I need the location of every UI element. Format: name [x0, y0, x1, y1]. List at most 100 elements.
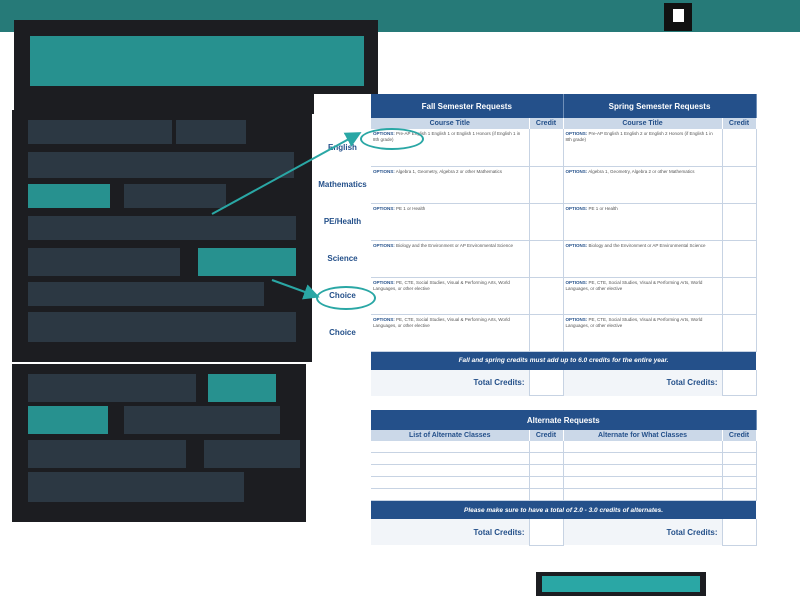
redacted-line: [28, 472, 244, 502]
table-row: [371, 452, 757, 465]
spring-header: Spring Semester Requests: [563, 94, 757, 118]
alternates-for-total-cell[interactable]: [722, 519, 757, 546]
close-icon[interactable]: [664, 3, 692, 31]
options-label: OPTIONS:: [565, 316, 588, 322]
options-text: Biology and the Environment or AP Enviro…: [396, 242, 514, 248]
table-row: Choice OPTIONS: PE, CTE, Social Studies,…: [314, 314, 757, 352]
alternate-class-cell[interactable]: [371, 476, 530, 489]
row-label-english: English: [328, 143, 357, 152]
credit-cell[interactable]: [722, 240, 757, 278]
options-label: OPTIONS:: [565, 279, 588, 285]
credit-cell[interactable]: [529, 464, 564, 477]
row-label-mathematics: Mathematics: [318, 180, 367, 189]
alternate-for-cell[interactable]: [563, 488, 723, 501]
credit-cell[interactable]: [722, 203, 757, 241]
credit-cell[interactable]: [722, 441, 757, 453]
options-label: OPTIONS:: [373, 168, 395, 174]
alternates-total-label: Total Credits:: [371, 519, 530, 545]
options-label: OPTIONS:: [373, 242, 395, 248]
alternate-for-cell[interactable]: [563, 464, 723, 477]
table-row: [371, 464, 757, 477]
credit-cell[interactable]: [529, 166, 564, 204]
alternate-for-cell[interactable]: [563, 441, 723, 453]
credit-cell[interactable]: [529, 203, 564, 241]
course-title-header: Course Title: [563, 118, 723, 129]
redacted-line: [28, 216, 296, 240]
table-row: PE/Health OPTIONS: PE 1 or Health OPTION…: [314, 203, 757, 241]
credit-cell[interactable]: [529, 129, 564, 167]
fall-header: Fall Semester Requests: [371, 94, 564, 118]
redacted-line: [124, 184, 226, 208]
credit-cell[interactable]: [722, 476, 757, 489]
alternate-class-cell[interactable]: [371, 452, 530, 465]
redacted-title-highlight: [30, 36, 364, 86]
options-text: PE, CTE, Social Studies, Visual & Perfor…: [373, 316, 510, 328]
redacted-line: [204, 440, 300, 468]
english-arrow: [211, 132, 362, 215]
spring-total-cell[interactable]: [722, 369, 757, 396]
redacted-highlight: [28, 406, 108, 434]
alternates-table: Alternate Requests List of Alternate Cla…: [371, 410, 757, 546]
credit-cell[interactable]: [722, 129, 757, 167]
options-text: Biology and the Environment or AP Enviro…: [588, 242, 706, 248]
alternates-total-cell[interactable]: [529, 519, 564, 546]
credit-cell[interactable]: [722, 452, 757, 465]
fall-options: OPTIONS: PE 1 or Health: [371, 203, 530, 241]
alternate-class-cell[interactable]: [371, 464, 530, 477]
spring-options: OPTIONS: PE 1 or Health: [563, 203, 723, 241]
options-text: Algebra 1, Geometry, Algebra 2 or other …: [395, 168, 502, 174]
credit-cell[interactable]: [722, 277, 757, 315]
credit-cell[interactable]: [529, 452, 564, 465]
fall-options: OPTIONS: Algebra 1, Geometry, Algebra 2 …: [371, 166, 530, 204]
fall-options: OPTIONS: PE, CTE, Social Studies, Visual…: [371, 314, 530, 352]
credit-cell[interactable]: [529, 314, 564, 352]
redacted-line: [124, 406, 280, 434]
credit-cell[interactable]: [722, 488, 757, 501]
alternate-for-cell[interactable]: [563, 452, 723, 465]
redacted-highlight: [198, 248, 296, 276]
credit-cell[interactable]: [529, 476, 564, 489]
alternate-class-cell[interactable]: [371, 441, 530, 453]
redacted-line: [28, 152, 294, 178]
alternate-class-cell[interactable]: [371, 488, 530, 501]
spring-total-label: Total Credits:: [563, 369, 723, 396]
row-label-pe-health: PE/Health: [323, 217, 362, 226]
options-text: PE, CTE, Social Studies, Visual & Perfor…: [565, 279, 703, 291]
spring-options: OPTIONS: Biology and the Environment or …: [563, 240, 723, 278]
alternates-header: Alternate Requests: [371, 410, 757, 430]
options-label: OPTIONS:: [565, 131, 588, 136]
redacted-line: [176, 120, 246, 144]
credit-cell[interactable]: [722, 314, 757, 352]
credit-header: Credit: [529, 430, 564, 441]
redacted-line: [28, 120, 172, 144]
redacted-line: [28, 312, 296, 342]
options-label: OPTIONS:: [565, 242, 588, 248]
credit-cell[interactable]: [529, 240, 564, 278]
options-text: Algebra 1, Geometry, Algebra 2 or other …: [588, 168, 695, 174]
table-row: [371, 488, 757, 501]
alternate-list-header: List of Alternate Classes: [371, 430, 530, 441]
credit-header: Credit: [529, 118, 564, 129]
table-row: Choice OPTIONS: PE, CTE, Social Studies,…: [314, 277, 757, 315]
redacted-line: [28, 440, 186, 468]
options-label: OPTIONS:: [373, 316, 395, 322]
options-label: OPTIONS:: [373, 279, 395, 285]
fall-total-cell[interactable]: [529, 369, 564, 396]
options-text: Pre-AP English 1 English 2 or English 2 …: [565, 131, 713, 142]
row-label-choice: Choice: [329, 328, 356, 337]
redacted-line: [28, 374, 196, 402]
options-text: PE, CTE, Social Studies, Visual & Perfor…: [565, 316, 703, 328]
credit-cell[interactable]: [529, 488, 564, 501]
alternate-for-cell[interactable]: [563, 476, 723, 489]
options-label: OPTIONS:: [565, 205, 588, 211]
credit-cell[interactable]: [722, 464, 757, 477]
credit-cell[interactable]: [722, 166, 757, 204]
table-row: Science OPTIONS: Biology and the Environ…: [314, 240, 757, 278]
options-text: PE, CTE, Social Studies, Visual & Perfor…: [373, 279, 510, 291]
credit-cell[interactable]: [529, 441, 564, 453]
row-label-science: Science: [327, 254, 358, 263]
spring-options: OPTIONS: PE, CTE, Social Studies, Visual…: [563, 277, 723, 315]
choice-arrow: [271, 279, 320, 300]
credit-cell[interactable]: [529, 277, 564, 315]
redacted-line: [28, 248, 180, 276]
